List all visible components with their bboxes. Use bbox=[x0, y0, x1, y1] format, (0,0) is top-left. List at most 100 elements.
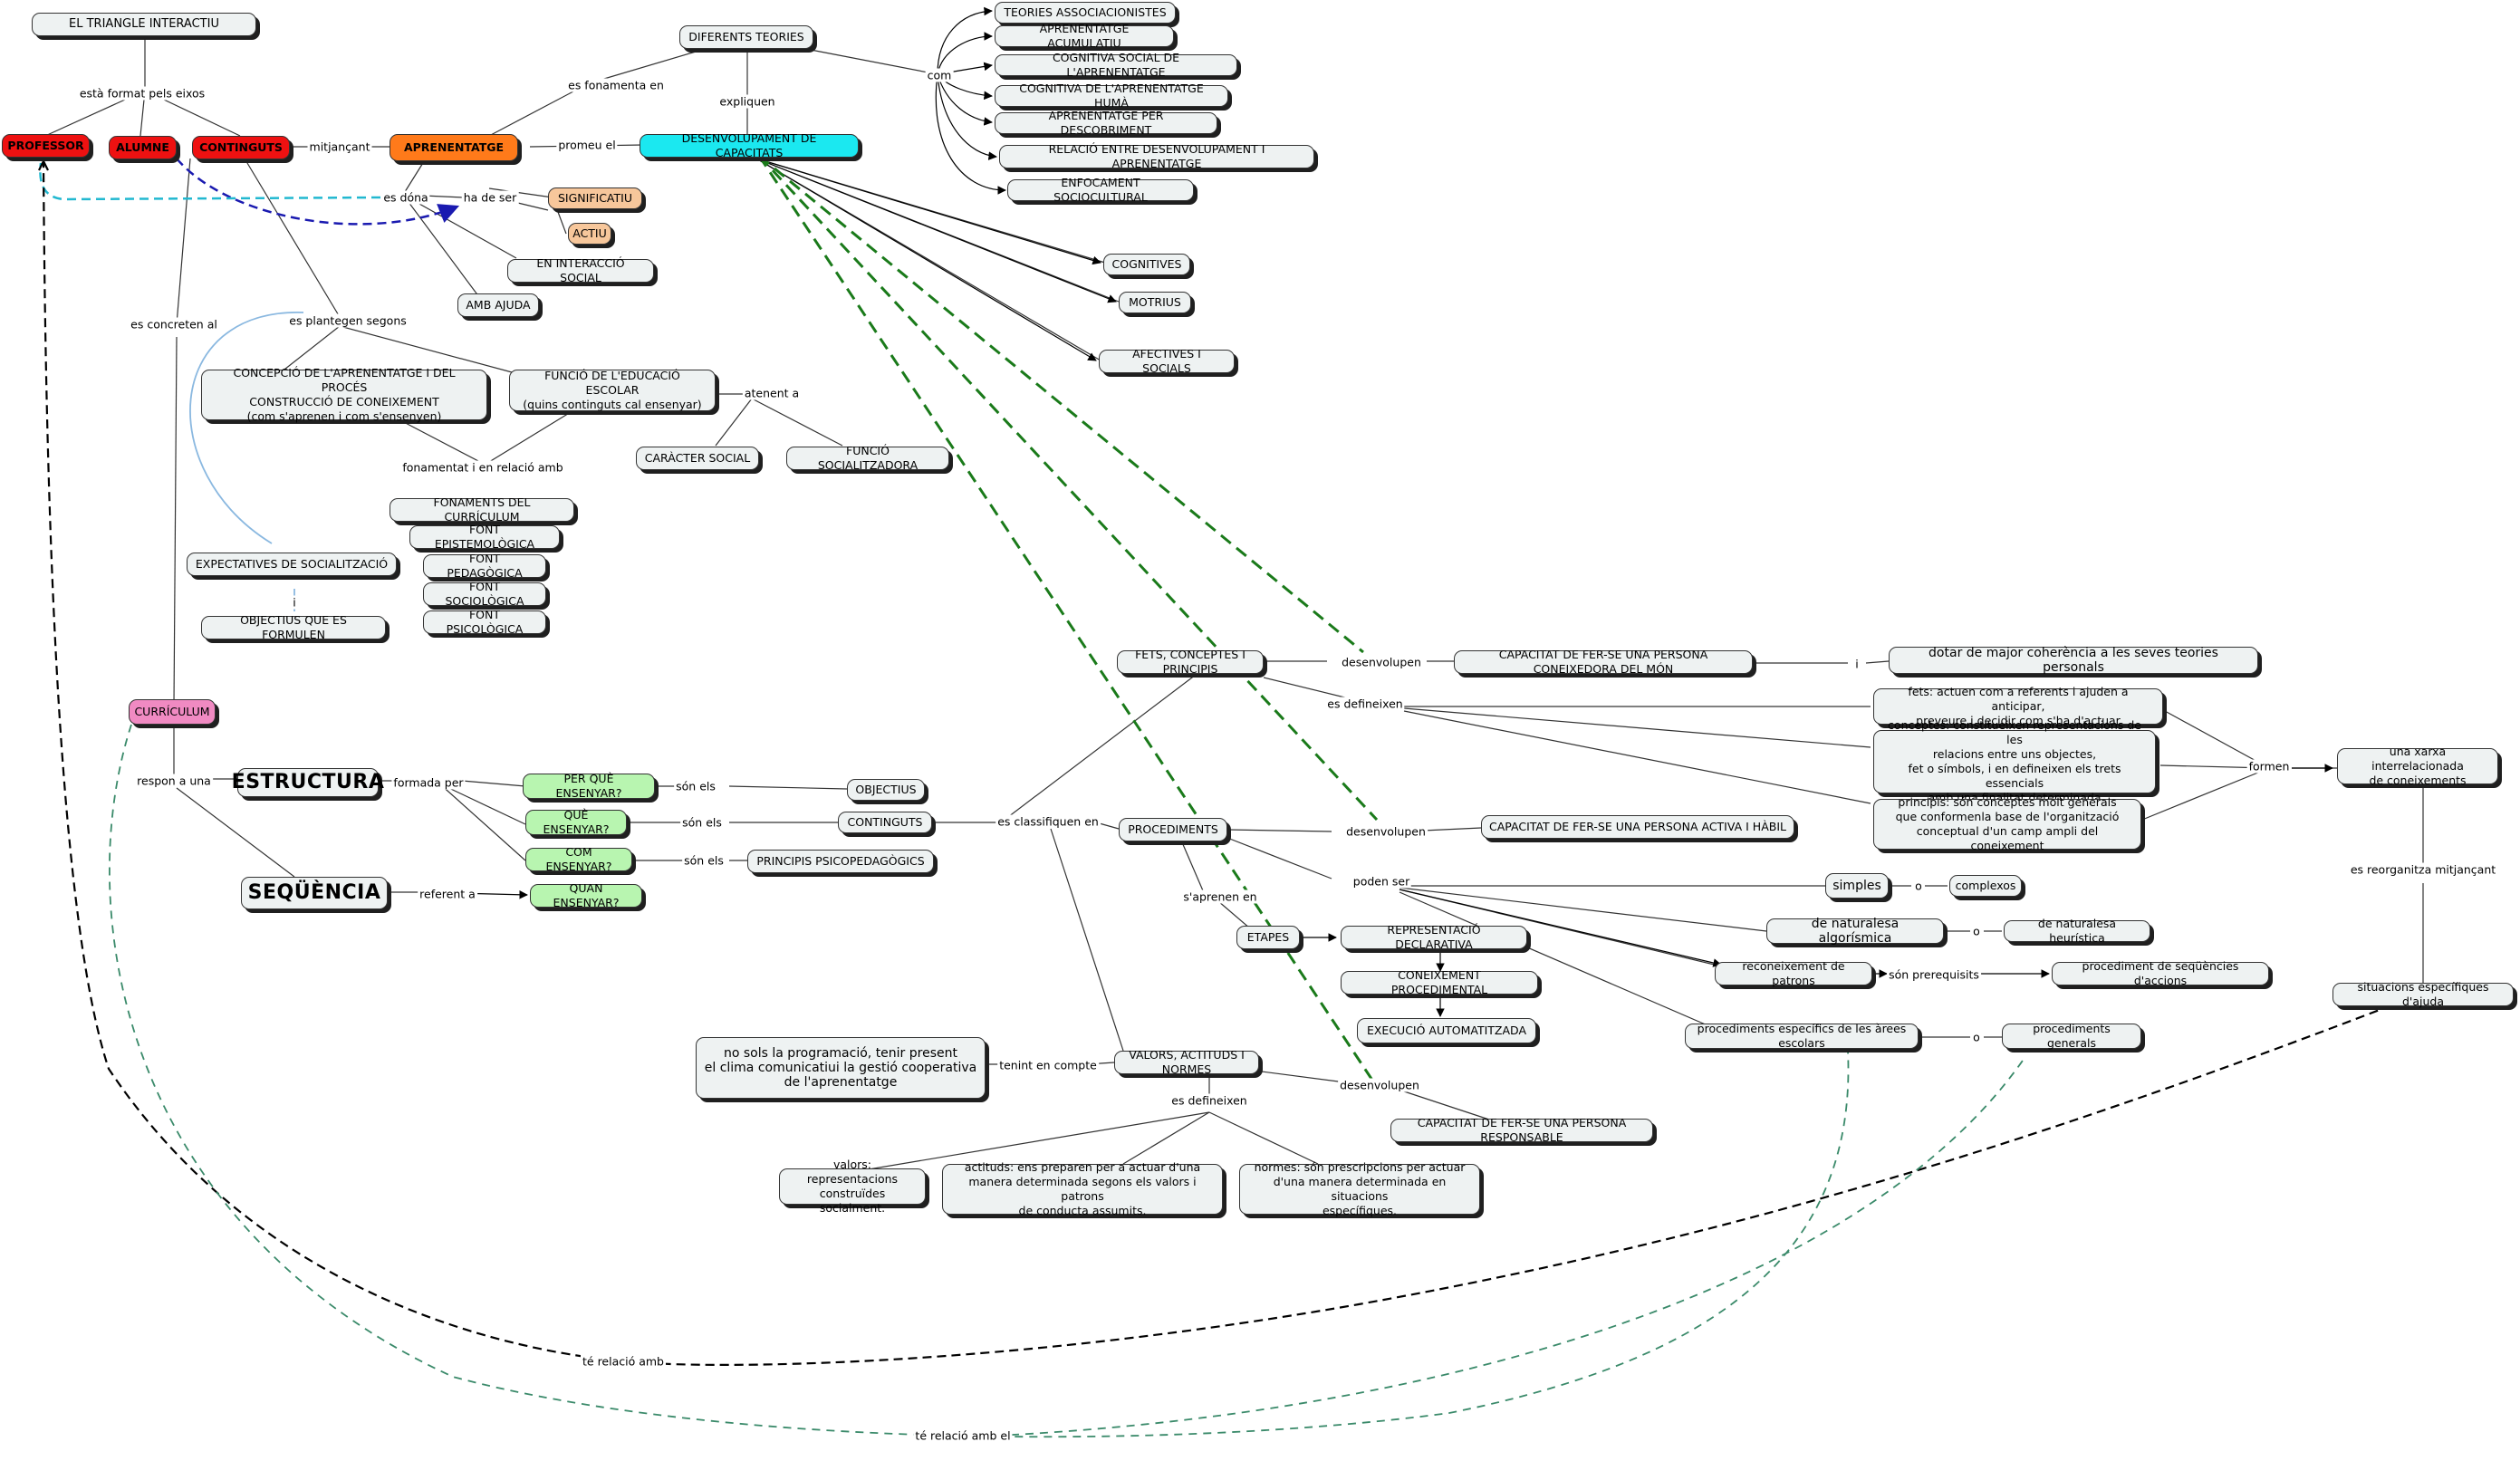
sequencies-accions-node[interactable]: procediment de seqüències d'accions bbox=[2052, 959, 2269, 987]
black-dashed-link bbox=[42, 160, 2392, 1366]
procediments-especifics-node[interactable]: procediments específics de les àrees esc… bbox=[1685, 1022, 1919, 1050]
quan-ensenyar-node[interactable]: QUAN ENSENYAR? bbox=[530, 881, 642, 909]
capacitat-responsable-node[interactable]: CAPACITAT DE FER-SE UNA PERSONA RESPONSA… bbox=[1390, 1116, 1653, 1144]
link-com: com bbox=[925, 68, 954, 82]
fets-conceptes-node[interactable]: FETS, CONCEPTES I PRINCIPIS bbox=[1117, 648, 1264, 676]
diferents-teories-node[interactable]: DIFERENTS TEORIES bbox=[679, 25, 813, 49]
estructura-node[interactable]: ESTRUCTURA bbox=[232, 768, 384, 797]
continguts-2-node[interactable]: CONTINGUTS bbox=[838, 812, 932, 833]
com-ensenyar-node[interactable]: COM ENSENYAR? bbox=[525, 845, 632, 873]
enfocament-sociocultural-node[interactable]: ENFOCAMENT SOCIOCULTURAL bbox=[1007, 176, 1194, 204]
afectives-socials-node[interactable]: AFECTIVES I SOCIALS bbox=[1099, 347, 1235, 375]
link-mitjancant: mitjançant bbox=[307, 139, 372, 154]
link-formada: formada per bbox=[391, 775, 466, 790]
procediments-node[interactable]: PROCEDIMENTS bbox=[1119, 818, 1227, 841]
def-principis-node[interactable]: principis: són conceptes molt generals q… bbox=[1873, 795, 2141, 852]
blue-curve-link bbox=[189, 312, 304, 544]
link-o-2: o bbox=[1971, 924, 1982, 938]
funcio-educacio-node[interactable]: FUNCIÓ DE L'EDUCACIÓ ESCOLAR (quins cont… bbox=[509, 369, 716, 411]
reconeixement-patrons-node[interactable]: reconeixement de patrons bbox=[1715, 959, 1872, 987]
objectius-node[interactable]: OBJECTIUS bbox=[847, 779, 925, 801]
cognitiva-huma-node[interactable]: COGNITIVA DE L'APRENENTATGE HUMÀ bbox=[995, 82, 1228, 110]
caracter-social-node[interactable]: CARÀCTER SOCIAL bbox=[636, 447, 759, 470]
def-conceptes-node[interactable]: conceptes: constitueixen representacions… bbox=[1873, 718, 2156, 804]
link-esta-format: està format pels eixos bbox=[77, 86, 207, 101]
plain-connectors bbox=[44, 36, 2424, 1174]
teal-dashed-link-1 bbox=[109, 724, 1850, 1438]
procediments-generals-node[interactable]: procediments generals bbox=[2002, 1022, 2141, 1050]
concepcio-aprenentatge-node[interactable]: CONCEPCIÓ DE L'APRENENTATGE I DEL PROCÉS… bbox=[201, 366, 487, 423]
aprenentatge-acumulatiu-node[interactable]: APRENENTATGE ACUMULATIU bbox=[995, 22, 1174, 50]
link-desenvolupen-1: desenvolupen bbox=[1340, 655, 1423, 669]
curriculum-node[interactable]: CURRÍCULUM bbox=[129, 699, 216, 725]
heuristica-node[interactable]: de naturalesa heurística bbox=[2004, 917, 2150, 945]
link-o-1: o bbox=[1913, 879, 1924, 893]
professor-node[interactable]: PROFESSOR bbox=[2, 134, 90, 158]
teories-associacionistes-node[interactable]: TEORIES ASSOCIACIONISTES bbox=[995, 2, 1176, 24]
algorismica-node[interactable]: de naturalesa algorísmica bbox=[1766, 917, 1944, 946]
capacitat-coneixedora-node[interactable]: CAPACITAT DE FER-SE UNA PERSONA CONEIXED… bbox=[1454, 648, 1753, 676]
font-sociologica-node[interactable]: FONT SOCIOLÒGICA bbox=[423, 580, 546, 608]
expectatives-node[interactable]: EXPECTATIVES DE SOCIALITZACIÓ bbox=[187, 553, 397, 576]
fonaments-curriculum-node[interactable]: FONAMENTS DEL CURRÍCULUM bbox=[390, 495, 574, 524]
complexos-node[interactable]: complexos bbox=[1949, 875, 2022, 897]
capacitat-activa-node[interactable]: CAPACITAT DE FER-SE UNA PERSONA ACTIVA I… bbox=[1481, 815, 1794, 839]
alumne-node[interactable]: ALUMNE bbox=[109, 136, 177, 159]
principis-psicopedagogics-node[interactable]: PRINCIPIS PSICOPEDAGÒGICS bbox=[747, 850, 934, 873]
font-psicologica-node[interactable]: FONT PSICOLÒGICA bbox=[423, 608, 546, 636]
link-te-relacio-el: té relació amb el bbox=[913, 1428, 1013, 1443]
sequencia-node[interactable]: SEQÜÈNCIA bbox=[241, 877, 388, 909]
motrius-node[interactable]: MOTRIUS bbox=[1119, 292, 1191, 313]
def-normes-node[interactable]: normes: són prescripcions per actuar d'u… bbox=[1239, 1160, 1480, 1217]
amb-ajuda-node[interactable]: AMB AJUDA bbox=[457, 293, 539, 317]
cognitives-node[interactable]: COGNITIVES bbox=[1103, 254, 1190, 275]
link-saprenen: s'aprenen en bbox=[1181, 889, 1259, 904]
valors-actituds-node[interactable]: VALORS, ACTITUDS I NORMES bbox=[1114, 1048, 1259, 1076]
def-fets-node[interactable]: fets: actuen com a referents i ajuden a … bbox=[1873, 685, 2163, 727]
link-o-3: o bbox=[1971, 1030, 1982, 1044]
link-referent: referent a bbox=[418, 887, 477, 901]
link-fonamentat: fonamentat i en relació amb bbox=[400, 460, 565, 475]
representacio-declarativa-node[interactable]: REPRESENTACIÓ DECLARATIVA bbox=[1341, 923, 1527, 951]
link-es-defineixen-2: es defineixen bbox=[1169, 1093, 1249, 1108]
funcio-socialitzadora-node[interactable]: FUNCIÓ SOCIALITZADORA bbox=[786, 444, 949, 472]
font-epistemologica-node[interactable]: FONT EPISTEMOLÒGICA bbox=[409, 523, 560, 551]
xarxa-node[interactable]: una xarxa interrelacionada de coneixemen… bbox=[2337, 745, 2498, 787]
relacio-desenvolupament-node[interactable]: RELACIÓ ENTRE DESENVOLUPAMENT I APRENENT… bbox=[999, 142, 1314, 170]
desenvolupament-capacitats-node[interactable]: DESENVOLUPAMENT DE CAPACITATS bbox=[640, 131, 859, 159]
objectius-formulen-node[interactable]: OBJECTIUS QUE ES FORMULEN bbox=[201, 613, 386, 641]
def-valors-node[interactable]: valors: representacions construïdes soci… bbox=[779, 1158, 926, 1215]
def-actituds-node[interactable]: actituds: ens preparen per a actuar d'un… bbox=[942, 1160, 1223, 1217]
aprenentatge-descobriment-node[interactable]: APRENENTATGE PER DESCOBRIMENT bbox=[995, 109, 1217, 137]
significatiu-node[interactable]: SIGNIFICATIU bbox=[548, 187, 642, 209]
green-dashed-links bbox=[757, 154, 1379, 1088]
coneixement-procedimental-node[interactable]: CONEIXEMENT PROCEDIMENTAL bbox=[1341, 968, 1538, 996]
que-ensenyar-node[interactable]: QUÈ ENSENYAR? bbox=[525, 808, 627, 836]
situacions-ajuda-node[interactable]: situacions específiques d'ajuda bbox=[2332, 980, 2514, 1008]
link-i-coherencia: i bbox=[1853, 657, 1861, 671]
per-que-ensenyar-node[interactable]: PER QUÈ ENSENYAR? bbox=[523, 772, 655, 800]
execucio-automatitzada-node[interactable]: EXECUCIÓ AUTOMATITZADA bbox=[1357, 1018, 1536, 1043]
link-prerequisits: són prerequisits bbox=[1887, 967, 1981, 982]
actiu-node[interactable]: ACTIU bbox=[568, 223, 611, 245]
link-poden-ser: poden ser bbox=[1351, 874, 1412, 889]
teal-dashed-link-2 bbox=[995, 1057, 2025, 1437]
font-pedagogica-node[interactable]: FONT PEDAGÒGICA bbox=[423, 552, 546, 580]
simples-node[interactable]: simples bbox=[1825, 873, 1889, 899]
link-atenent: atenent a bbox=[742, 386, 802, 400]
link-reorganitza: es reorganitza mitjançant bbox=[2348, 862, 2498, 877]
interaccio-social-node[interactable]: EN INTERACCIÓ SOCIAL bbox=[507, 256, 654, 284]
etapes-node[interactable]: ETAPES bbox=[1236, 926, 1300, 949]
link-promeu: promeu el bbox=[556, 138, 618, 152]
cognitiva-social-node[interactable]: COGNITIVA SOCIAL DE L'APRENENTATGE bbox=[995, 51, 1237, 79]
link-son-els-2: són els bbox=[680, 815, 724, 830]
aprenentatge-node[interactable]: APRENENTATGE bbox=[390, 134, 518, 161]
triangle-interactiu-node[interactable]: EL TRIANGLE INTERACTIU bbox=[32, 13, 256, 36]
programacio-node[interactable]: no sols la programació, tenir present el… bbox=[696, 1037, 986, 1099]
coherencia-node[interactable]: dotar de major coherència a les seves te… bbox=[1889, 646, 2258, 675]
continguts-node[interactable]: CONTINGUTS bbox=[192, 136, 290, 159]
link-es-defineixen-1: es defineixen bbox=[1325, 697, 1405, 711]
link-respon: respon a una bbox=[135, 774, 213, 788]
